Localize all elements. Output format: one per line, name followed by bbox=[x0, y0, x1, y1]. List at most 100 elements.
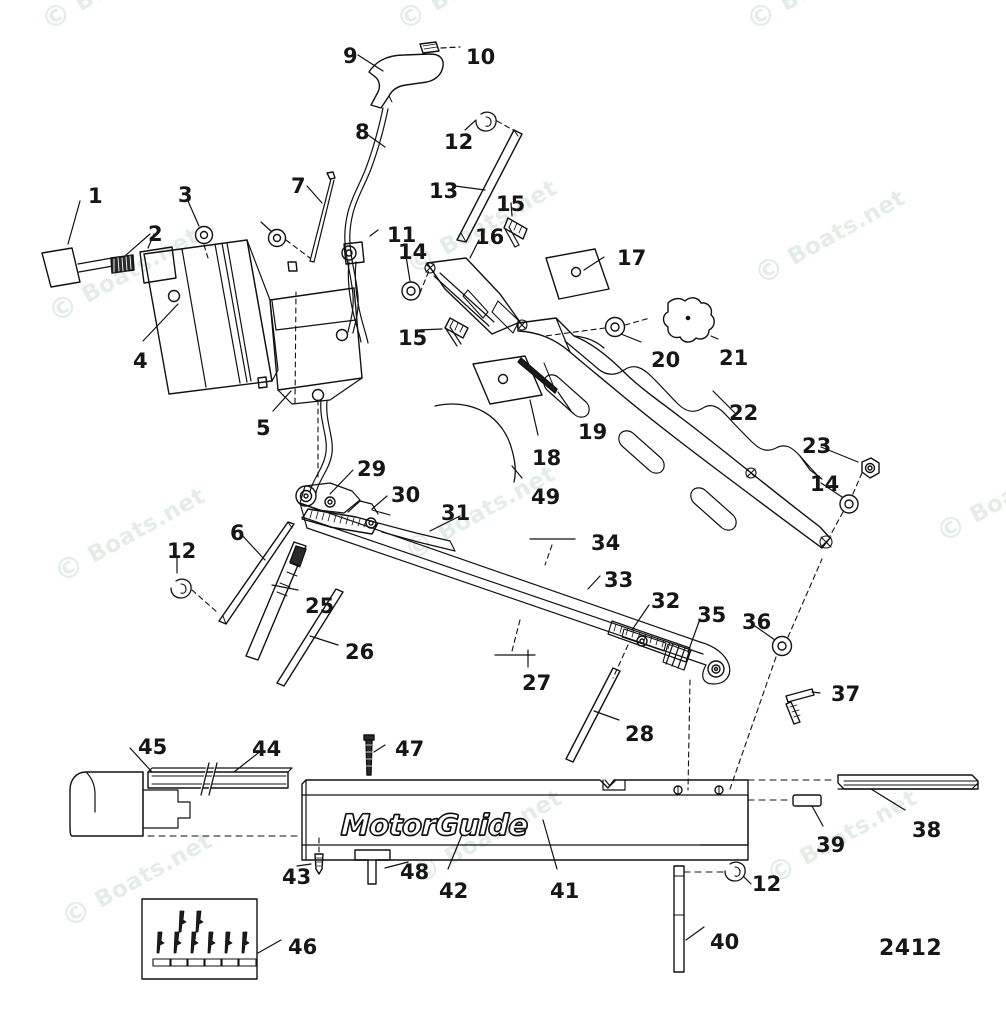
callout-41: 41 bbox=[550, 879, 580, 903]
callout-33: 33 bbox=[604, 568, 634, 592]
part-24-washer bbox=[267, 228, 287, 248]
callout-15: 15 bbox=[496, 192, 526, 216]
part-12-eclip-mid bbox=[170, 578, 192, 599]
leader-30 bbox=[371, 495, 388, 510]
callout-45: 45 bbox=[138, 735, 168, 759]
part-18-pad bbox=[472, 355, 543, 405]
callout-28: 28 bbox=[625, 722, 655, 746]
leader-19 bbox=[557, 391, 572, 412]
part-14-washer-right bbox=[839, 494, 859, 514]
callout-31: 31 bbox=[441, 501, 471, 525]
leader-22 bbox=[712, 390, 737, 415]
part-29-pivot bbox=[295, 485, 317, 507]
callout-12: 12 bbox=[444, 130, 474, 154]
callout-26: 26 bbox=[345, 640, 375, 664]
leader-16 bbox=[469, 239, 480, 259]
part-22-main-housing bbox=[517, 317, 833, 549]
leader-37 bbox=[811, 691, 821, 694]
part-38-rail bbox=[837, 774, 979, 790]
leader-31 bbox=[429, 515, 461, 532]
part-21-star-knob bbox=[662, 297, 715, 343]
part-7-pin bbox=[309, 171, 336, 263]
callout-34: 34 bbox=[591, 531, 621, 555]
leader-33 bbox=[587, 575, 601, 590]
callout-38: 38 bbox=[912, 818, 942, 842]
part-12-eclip-upper bbox=[475, 111, 497, 132]
part-14-washer-upper bbox=[401, 281, 421, 301]
leader-32 bbox=[631, 604, 650, 631]
leader-15-lower bbox=[417, 328, 443, 331]
leader-23 bbox=[820, 446, 859, 463]
leader-10 bbox=[440, 46, 461, 49]
leader-14-right bbox=[820, 482, 843, 498]
part-37-screw bbox=[785, 688, 815, 725]
leader-36 bbox=[751, 623, 776, 641]
callout-10: 10 bbox=[466, 45, 496, 69]
part-45-end-cap bbox=[69, 771, 191, 837]
callout-44: 44 bbox=[252, 737, 282, 761]
callout-47: 47 bbox=[395, 737, 425, 761]
callout-14b: 14 bbox=[810, 472, 840, 496]
drawing-code: 2412 bbox=[879, 936, 943, 961]
leader-28 bbox=[593, 710, 620, 721]
part-15-screw-lower bbox=[444, 317, 469, 347]
leader-4 bbox=[142, 303, 179, 342]
leader-40 bbox=[685, 926, 705, 941]
part-4-motor-housing bbox=[143, 239, 273, 395]
callout-49: 49 bbox=[531, 485, 561, 509]
leader-11 bbox=[369, 229, 379, 237]
leader-2 bbox=[125, 233, 155, 256]
callout-15b: 15 bbox=[398, 326, 428, 350]
part-16-upper-arm bbox=[424, 257, 528, 335]
part-6-rod bbox=[218, 521, 295, 625]
part-2-screw-block bbox=[110, 246, 177, 284]
part-15-screw-upper bbox=[503, 217, 528, 248]
leader-25 bbox=[271, 584, 299, 591]
callout-40: 40 bbox=[710, 930, 740, 954]
leader-44 bbox=[233, 749, 263, 773]
leader-39 bbox=[811, 805, 824, 827]
leader-45 bbox=[129, 747, 153, 773]
callout-30: 30 bbox=[391, 483, 421, 507]
callout-21: 21 bbox=[719, 346, 749, 370]
part-23-nut bbox=[861, 457, 880, 479]
motorguide-wordmark: MotorGuide bbox=[340, 807, 529, 842]
part-19-strip bbox=[517, 357, 558, 394]
part-36-washer bbox=[771, 635, 793, 657]
callout-9: 9 bbox=[343, 44, 358, 68]
callout-27: 27 bbox=[522, 671, 552, 695]
part-20-washer bbox=[604, 316, 626, 338]
part-25-rod bbox=[245, 541, 307, 661]
callout-36: 36 bbox=[742, 610, 772, 634]
leader-21 bbox=[710, 335, 719, 340]
assembly-line-24 bbox=[285, 239, 311, 259]
callout-17: 17 bbox=[617, 246, 647, 270]
callout-16: 16 bbox=[475, 225, 505, 249]
leader-29 bbox=[329, 469, 354, 495]
leader-12-bottom bbox=[743, 876, 752, 885]
leader-3 bbox=[187, 200, 200, 227]
leader-8 bbox=[367, 134, 386, 148]
callout-35: 35 bbox=[697, 603, 727, 627]
callout-37: 37 bbox=[831, 682, 861, 706]
leader-5 bbox=[272, 390, 292, 412]
callout-1: 1 bbox=[88, 184, 103, 208]
leader-20 bbox=[620, 333, 642, 343]
leader-42 bbox=[447, 824, 467, 870]
callout-32: 32 bbox=[651, 589, 681, 613]
callout-14: 14 bbox=[398, 240, 428, 264]
callout-43: 43 bbox=[282, 865, 312, 889]
leader-15-upper bbox=[510, 202, 513, 217]
part-12-eclip-bottom bbox=[724, 861, 746, 882]
callout-11: 11 bbox=[387, 223, 417, 247]
leader-6 bbox=[239, 532, 266, 561]
callout-42: 42 bbox=[439, 879, 469, 903]
callout-3: 3 bbox=[178, 183, 193, 207]
callout-13: 13 bbox=[429, 179, 459, 203]
part-11-cable-guide bbox=[341, 241, 369, 344]
part-43-screw bbox=[314, 853, 324, 875]
callout-12b: 12 bbox=[167, 539, 197, 563]
leader-24 bbox=[260, 221, 273, 233]
leader-41 bbox=[542, 819, 558, 870]
